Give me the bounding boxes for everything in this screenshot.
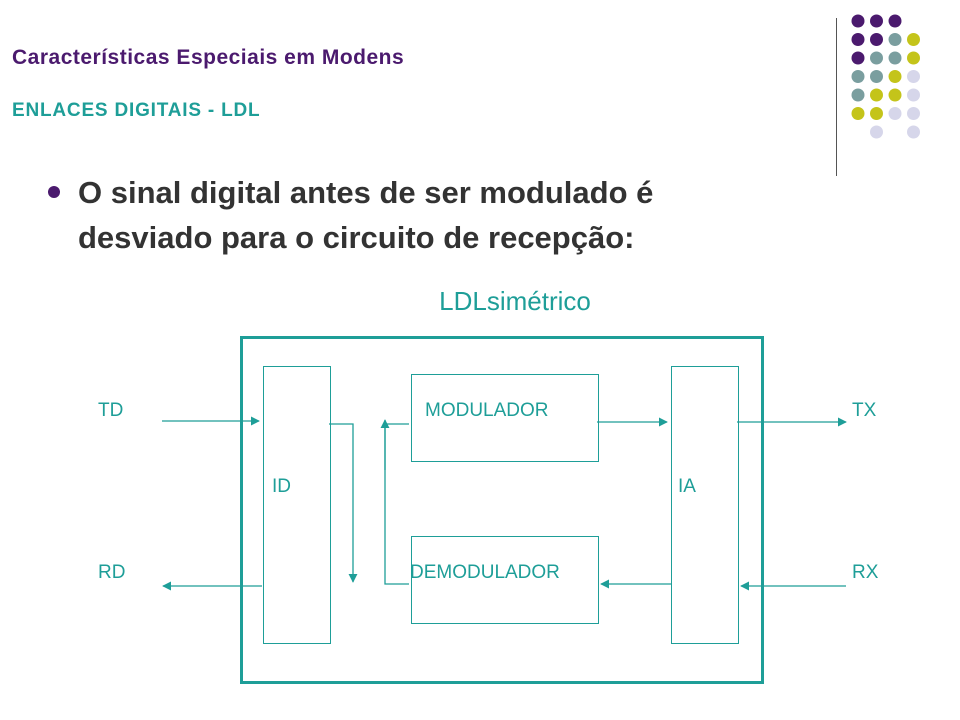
demodulator-block — [411, 536, 599, 624]
tx-label: TX — [852, 400, 877, 421]
bullet-text: O sinal digital antes de ser modulado é … — [78, 170, 838, 260]
ia-block — [671, 366, 739, 644]
decorative-dot — [851, 107, 865, 120]
bullet-text-line-2: desviado para o circuito de recepção: — [78, 220, 635, 255]
modulator-label: MODULADOR — [425, 400, 549, 421]
decorative-dot — [870, 88, 883, 102]
decorative-dot — [851, 33, 865, 46]
decorative-dot — [870, 51, 883, 65]
rd-label: RD — [98, 562, 126, 583]
decorative-dot — [851, 70, 865, 83]
decorative-dot — [870, 107, 883, 120]
id-label: ID — [272, 476, 291, 497]
decorative-dot — [888, 107, 902, 120]
decorative-dot — [907, 70, 920, 83]
decorative-dot — [907, 51, 920, 65]
diagram-title: LDLsimétrico — [439, 286, 591, 316]
decorative-dot — [907, 125, 920, 139]
decorative-dot-grid — [851, 14, 920, 139]
ldl-enclosure — [240, 336, 764, 684]
decorative-dot — [870, 33, 883, 46]
page-subtitle: ENLACES DIGITAIS - LDL — [12, 100, 261, 121]
decorative-dot — [851, 88, 865, 102]
decorative-dot — [888, 70, 902, 83]
decorative-dot — [888, 33, 902, 46]
header-divider — [836, 18, 837, 176]
id-block — [263, 366, 331, 644]
decorative-dot — [870, 14, 883, 28]
demodulator-label: DEMODULADOR — [410, 562, 560, 583]
bullet-text-line-1: O sinal digital antes de ser modulado é — [78, 175, 654, 210]
bullet-point-icon — [48, 186, 60, 198]
modulator-block — [411, 374, 599, 462]
decorative-dot — [888, 51, 902, 65]
ia-label: IA — [678, 476, 696, 497]
decorative-dot — [907, 88, 920, 102]
decorative-dot — [870, 70, 883, 83]
decorative-dot — [888, 14, 902, 28]
loopback-up-arrow — [384, 423, 409, 585]
page-title: Características Especiais em Modens — [12, 46, 405, 69]
decorative-dot — [907, 107, 920, 120]
decorative-dot — [851, 51, 865, 65]
td-label: TD — [98, 400, 124, 421]
decorative-dot — [888, 88, 902, 102]
loopback-down-arrow — [329, 423, 358, 583]
rx-label: RX — [852, 562, 879, 583]
decorative-dot — [851, 14, 865, 28]
decorative-dot — [907, 33, 920, 46]
decorative-dot — [870, 125, 883, 139]
